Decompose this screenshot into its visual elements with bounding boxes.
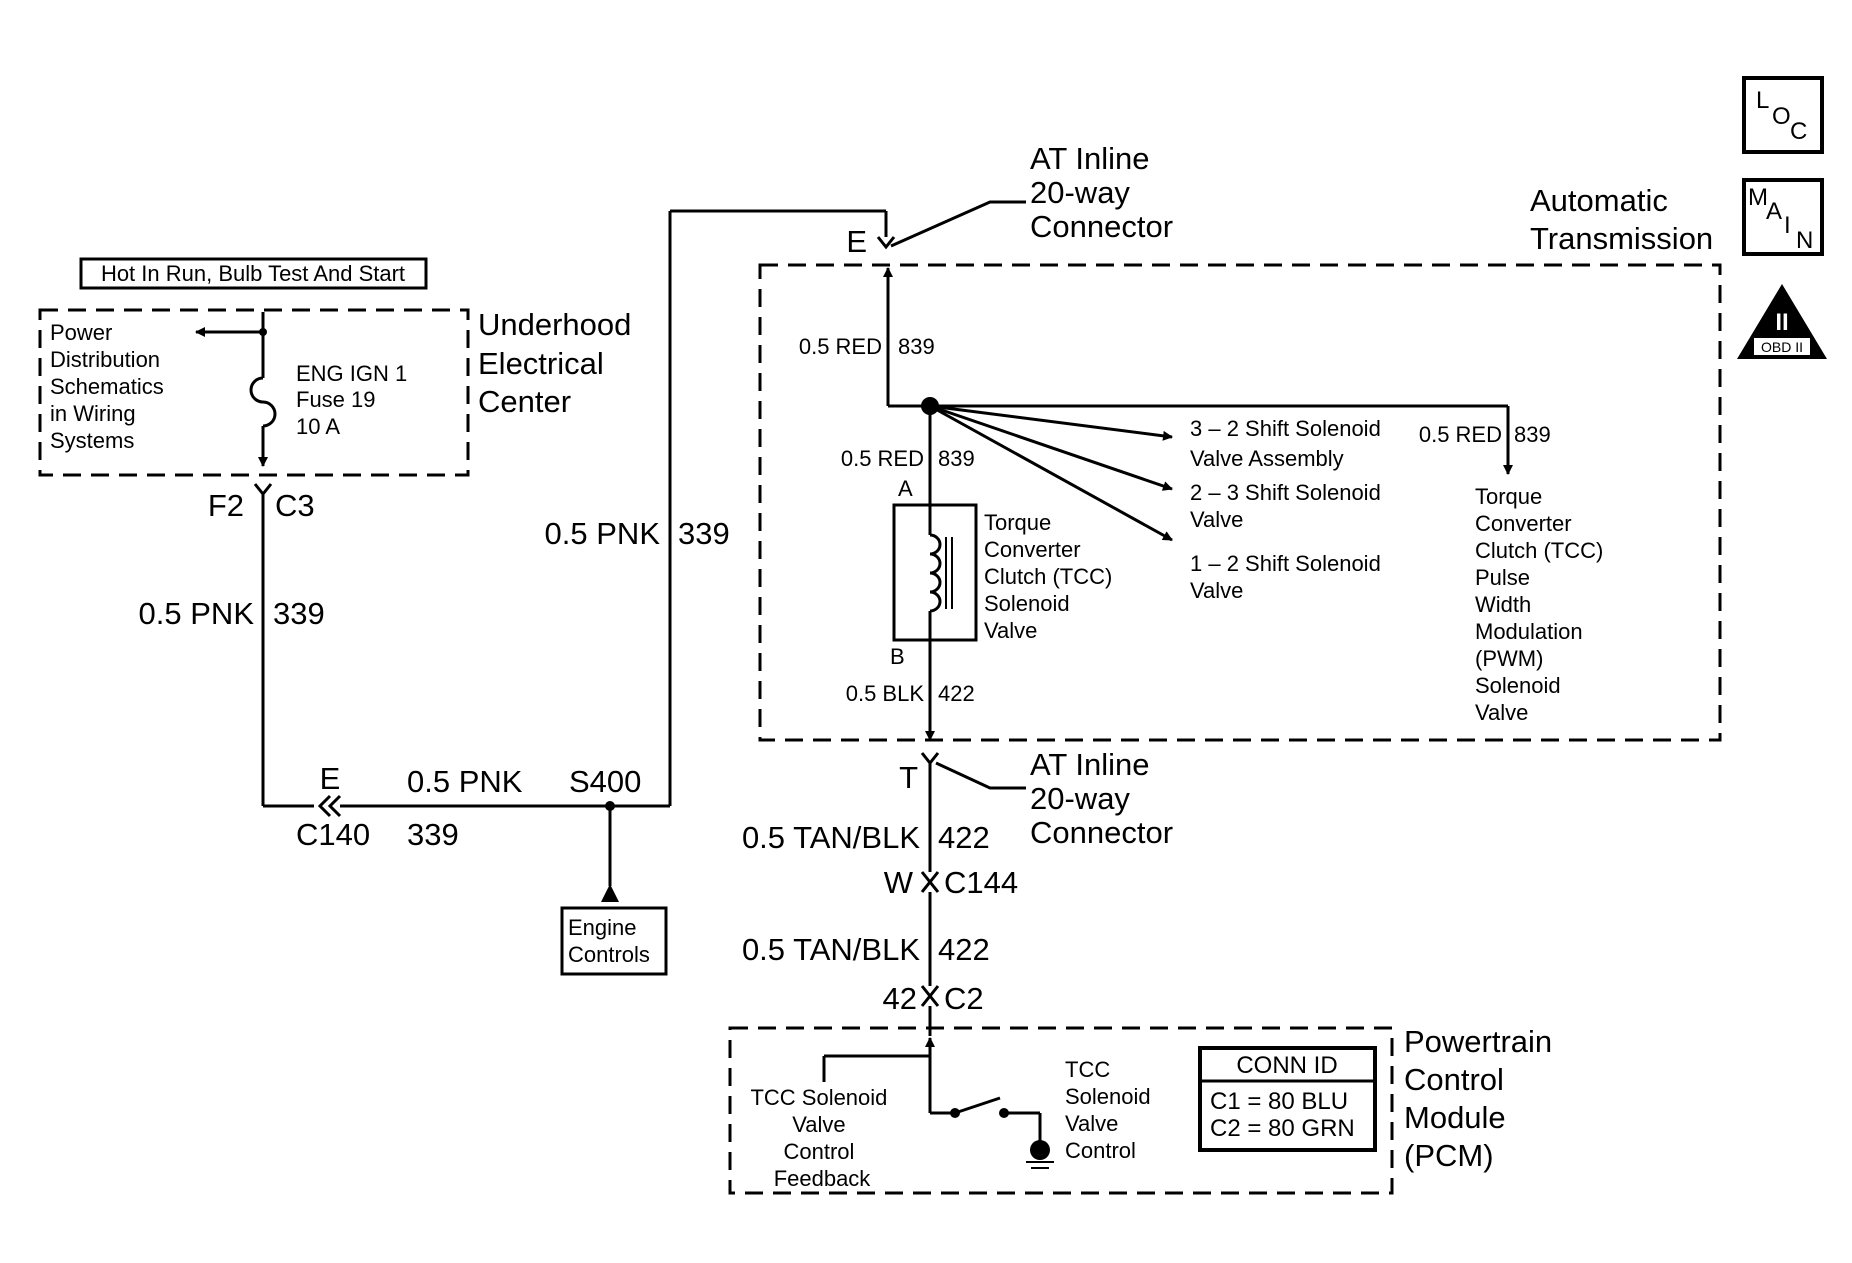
transmission-dashed-box <box>758 263 1722 742</box>
power-distribution-reference: Power Distribution Schematics in Wiring … <box>50 320 170 453</box>
loc-letter-o: O <box>1772 103 1791 130</box>
tcc-solenoid-box <box>892 503 978 642</box>
obd-ii-badge: II OBD II <box>1737 284 1827 359</box>
wire-riser-circuit: 339 <box>678 516 730 551</box>
wire-bottom-color: 0.5 PNK <box>407 764 523 799</box>
shift-1-2-label: 1 – 2 Shift Solenoid Valve <box>1190 551 1387 603</box>
wire-riser-color: 0.5 PNK <box>545 516 661 551</box>
main-badge: M A I N <box>1742 178 1824 256</box>
c140-pin-label: E <box>320 761 341 796</box>
inline-top-name: AT Inline 20-way Connector <box>1030 141 1173 244</box>
hot-in-run-header-box <box>79 257 428 290</box>
wire-red-tcc-color: 0.5 RED <box>841 446 924 471</box>
engine-controls-arrow <box>601 884 619 902</box>
conn-id-box <box>1198 1046 1377 1152</box>
pwm-solenoid-label: Torque Converter Clutch (TCC) Pulse Widt… <box>1475 484 1609 725</box>
c140-connector-symbol <box>317 794 342 818</box>
hot-in-run-header: Hot In Run, Bulb Test And Start <box>101 261 405 286</box>
wire-left-color: 0.5 PNK <box>139 596 255 631</box>
wire-left-circuit: 339 <box>273 596 325 631</box>
tcc-control-label: TCC Solenoid Valve Control <box>1065 1057 1157 1163</box>
underhood-dashed-box <box>38 308 470 477</box>
wire-bottom-circuit: 339 <box>407 817 459 852</box>
fuse-label: ENG IGN 1 Fuse 19 10 A <box>296 361 413 439</box>
c144-connector-symbol <box>920 871 940 893</box>
main-letter-i: I <box>1784 212 1791 239</box>
conn-id-c1: C1 = 80 BLU <box>1210 1088 1348 1115</box>
inline-bottom-name: AT Inline 20-way Connector <box>1030 747 1173 850</box>
loc-letter-l: L <box>1756 87 1769 114</box>
transmission-title: Automatic Transmission <box>1530 183 1713 256</box>
splice-s400-label: S400 <box>569 764 641 799</box>
underhood-title: Underhood Electrical Center <box>478 307 640 419</box>
inline-bottom-pin-label: T <box>899 760 918 795</box>
inline-top-connector-symbol <box>876 236 896 250</box>
inline-bottom-leader <box>935 761 1026 790</box>
supply-wiring: F2 C3 0.5 PNK 339 E C140 0.5 PNK 339 S40… <box>139 209 888 976</box>
conn-id-title: CONN ID <box>1236 1052 1337 1079</box>
inline-top-leader <box>890 200 1026 248</box>
branch-to-3-2-shift <box>929 404 1173 441</box>
pcm-dashed-box <box>728 1026 1394 1195</box>
loc-badge-frame <box>1742 76 1824 154</box>
wire-red-tcc-circuit: 839 <box>938 446 975 471</box>
wire-blk-circuit: 422 <box>938 681 975 706</box>
obd-ii-label-plate <box>1754 338 1810 355</box>
loc-letter-c: C <box>1790 118 1807 145</box>
wire-red-pwm-circuit: 839 <box>1514 422 1551 447</box>
inline-top-pin-label: E <box>846 224 867 259</box>
main-badge-frame <box>1742 178 1824 256</box>
branch-to-1-2-shift <box>929 404 1173 542</box>
conn-id-c2: C2 = 80 GRN <box>1210 1115 1355 1142</box>
wire-tanblk-upper-circuit: 422 <box>938 820 990 855</box>
at-inline-connector-bottom: T AT Inline 20-way Connector <box>899 747 1173 850</box>
wire-red-up-circuit: 839 <box>898 334 935 359</box>
c2-connector-label: C2 <box>944 981 984 1016</box>
wire-red-pwm-color: 0.5 RED <box>1419 422 1502 447</box>
wire-tanblk-lower-color: 0.5 TAN/BLK <box>742 932 920 967</box>
c144-pin-label: W <box>884 865 914 900</box>
c2-pin-label: 42 <box>883 981 917 1016</box>
switch-blade <box>954 1096 1001 1115</box>
ground-dot <box>1030 1140 1050 1160</box>
engine-controls-box <box>560 906 668 976</box>
automatic-transmission: Automatic Transmission 0.5 RED 839 0.5 R… <box>758 183 1722 742</box>
fuse-symbol <box>249 376 277 428</box>
branch-to-2-3-shift <box>929 404 1173 491</box>
obd-ii-text: OBD II <box>1761 339 1803 355</box>
c3-connector-label: C3 <box>275 488 315 523</box>
wire-tanblk-lower-circuit: 422 <box>938 932 990 967</box>
wire-tanblk-upper-color: 0.5 TAN/BLK <box>742 820 920 855</box>
loc-badge: L O C <box>1742 76 1824 154</box>
shift-2-3-label: 2 – 3 Shift Solenoid Valve <box>1190 480 1387 532</box>
underhood-electrical-center: Hot In Run, Bulb Test And Start Power Di… <box>38 257 640 477</box>
wire-blk-color: 0.5 BLK <box>846 681 925 706</box>
f2-pin-label: F2 <box>208 488 244 523</box>
main-letter-m: M <box>1748 184 1768 211</box>
engine-controls-label: Engine Controls <box>568 915 650 967</box>
main-letter-n: N <box>1796 227 1813 254</box>
c140-connector-label: C140 <box>296 817 370 852</box>
tcc-pin-a: A <box>898 476 913 501</box>
obd-ii-numeral: II <box>1775 309 1788 336</box>
main-letter-a: A <box>1766 198 1782 225</box>
inline-bottom-connector-symbol <box>920 752 940 766</box>
powertrain-control-module: Powertrain Control Module (PCM) TCC Sole… <box>728 1024 1561 1195</box>
c2-connector-symbol <box>920 985 940 1007</box>
tcc-coil-symbol <box>929 533 942 613</box>
tanblk-wiring: 0.5 TAN/BLK 422 W C144 0.5 TAN/BLK 422 4… <box>742 763 1018 1036</box>
wire-red-up-color: 0.5 RED <box>799 334 882 359</box>
shift-3-2-label: 3 – 2 Shift Solenoid Valve Assembly <box>1190 416 1387 471</box>
c144-connector-label: C144 <box>944 865 1018 900</box>
at-inline-connector-top: E AT Inline 20-way Connector <box>846 141 1173 259</box>
tcc-pin-b: B <box>890 644 905 669</box>
pcm-title: Powertrain Control Module (PCM) <box>1404 1024 1561 1173</box>
tcc-feedback-label: TCC Solenoid Valve Control Feedback <box>750 1085 893 1191</box>
tcc-solenoid-label: Torque Converter Clutch (TCC) Solenoid V… <box>984 510 1118 643</box>
c3-connector-symbol <box>253 483 273 497</box>
